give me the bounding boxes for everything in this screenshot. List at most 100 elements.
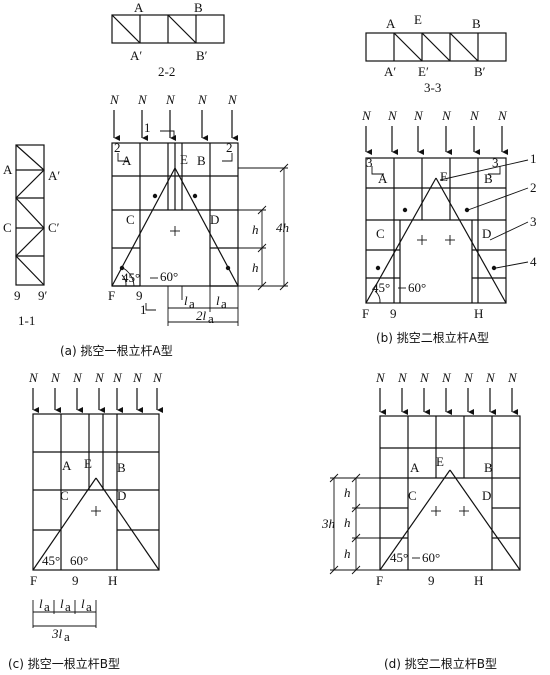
load-label: N: [469, 108, 480, 123]
node-b: B: [484, 171, 493, 186]
dim-h-bottom: h: [344, 546, 351, 561]
load-label: N: [132, 370, 143, 385]
dim-h-middle: h: [344, 515, 351, 530]
node-9: 9: [428, 573, 435, 588]
dim-la-3: l: [81, 596, 85, 611]
section-3-3-label-e: E: [414, 12, 422, 27]
node-c: C: [60, 488, 69, 503]
node-9: 9: [72, 573, 79, 588]
load-label: N: [152, 370, 163, 385]
caption-b: (b) 挑空二根立杆A型: [376, 330, 489, 345]
section-1-1-label-a-prime: A′: [48, 168, 60, 183]
diagram-c: N N N N N N N A E B C D F 9 H 45° 60° l …: [8, 370, 163, 671]
node-b: B: [197, 153, 206, 168]
node-h: H: [474, 573, 483, 588]
node-c: C: [126, 212, 135, 227]
node-b: B: [484, 460, 493, 475]
node-a: A: [410, 460, 420, 475]
node-a: A: [122, 153, 132, 168]
angle-60: 60°: [408, 280, 426, 295]
dim-la-2: l: [216, 293, 220, 308]
node-h: H: [474, 306, 483, 321]
section-2-2-label-a: A: [134, 0, 144, 15]
dim-la-1-sub: a: [189, 296, 195, 311]
node-e: E: [440, 169, 448, 184]
node-h: H: [108, 573, 117, 588]
cut-mark-2-right: 2: [226, 140, 233, 155]
section-3-3-label-a-prime: A′: [384, 64, 396, 79]
section-3-3-label-b: B: [472, 16, 481, 31]
node-e: E: [84, 456, 92, 471]
node-d: D: [210, 212, 219, 227]
load-label: N: [507, 370, 518, 385]
load-label: N: [94, 370, 105, 385]
dim-3la-sub: a: [64, 629, 70, 644]
load-label: N: [137, 92, 148, 107]
dim-2la: 2l: [196, 308, 207, 323]
dim-la-1: l: [39, 596, 43, 611]
load-label: N: [165, 92, 176, 107]
dim-h-lower: h: [252, 260, 259, 275]
node-a: A: [62, 458, 72, 473]
caption-a: (a) 挑空一根立杆A型: [60, 343, 173, 358]
cut-mark-3-right: 3: [492, 155, 499, 170]
dim-3la: 3l: [51, 626, 63, 641]
load-label: N: [441, 370, 452, 385]
dim-la-2-sub: a: [221, 296, 227, 311]
load-label: N: [109, 92, 120, 107]
diagram-d: N N N N N N N A E B C D F 9 H 45° 60°: [321, 370, 521, 671]
node-9: 9: [390, 306, 397, 321]
cut-mark-1-bottom: 1: [140, 302, 147, 317]
load-label: N: [72, 370, 83, 385]
dim-la-2-sub: a: [65, 599, 71, 614]
dim-h-top: h: [344, 485, 351, 500]
node-d: D: [482, 488, 491, 503]
node-f: F: [376, 573, 383, 588]
dim-la-2: l: [60, 596, 64, 611]
section-1-1-label-c: C: [3, 220, 12, 235]
node-c: C: [376, 226, 385, 241]
callout-1: 1: [530, 151, 537, 166]
section-1-1-label-a: A: [3, 162, 13, 177]
node-c: C: [408, 488, 417, 503]
diagram-a: N N N N N 1 2 2 1 A E B C D F 9 45° 60°: [60, 92, 289, 358]
load-label: N: [413, 108, 424, 123]
angle-45: 45°: [122, 270, 140, 285]
cut-mark-2-left: 2: [114, 140, 121, 155]
node-f: F: [362, 306, 369, 321]
dim-4h: 4h: [276, 220, 289, 235]
load-label: N: [28, 370, 39, 385]
load-label: N: [50, 370, 61, 385]
section-1-1-title: 1-1: [18, 313, 35, 328]
node-d: D: [482, 226, 491, 241]
load-label: N: [361, 108, 372, 123]
cut-mark-3-left: 3: [366, 155, 373, 170]
node-e: E: [436, 454, 444, 469]
angle-60: 60°: [160, 269, 178, 284]
node-a: A: [378, 171, 388, 186]
section-1-1-label-c-prime: C′: [48, 220, 60, 235]
section-2-2-title: 2-2: [158, 64, 175, 79]
section-1-1-label-9-prime: 9′: [38, 288, 48, 303]
dim-la-1-sub: a: [44, 599, 50, 614]
section-3-3-title: 3-3: [424, 80, 441, 95]
dim-h-upper: h: [252, 222, 259, 237]
dim-la-1: l: [184, 293, 188, 308]
caption-d: (d) 挑空二根立杆B型: [384, 656, 497, 671]
section-3-3-label-b-prime: B′: [474, 64, 486, 79]
node-e: E: [180, 152, 188, 167]
load-label: N: [441, 108, 452, 123]
load-label: N: [197, 92, 208, 107]
load-label: N: [463, 370, 474, 385]
section-3-3: A E B A′ E′ B′ 3-3: [365, 12, 507, 95]
load-label: N: [397, 370, 408, 385]
load-label: N: [387, 108, 398, 123]
section-2-2-label-a-prime: A′: [130, 48, 142, 63]
callout-3: 3: [530, 214, 537, 229]
diagram-b: N N N N N N 3 3 A E B C D F 9 H 45° 60° …: [361, 108, 537, 345]
load-label: N: [375, 370, 386, 385]
angle-45: 45°: [372, 280, 390, 295]
section-2-2-label-b: B: [194, 0, 203, 15]
